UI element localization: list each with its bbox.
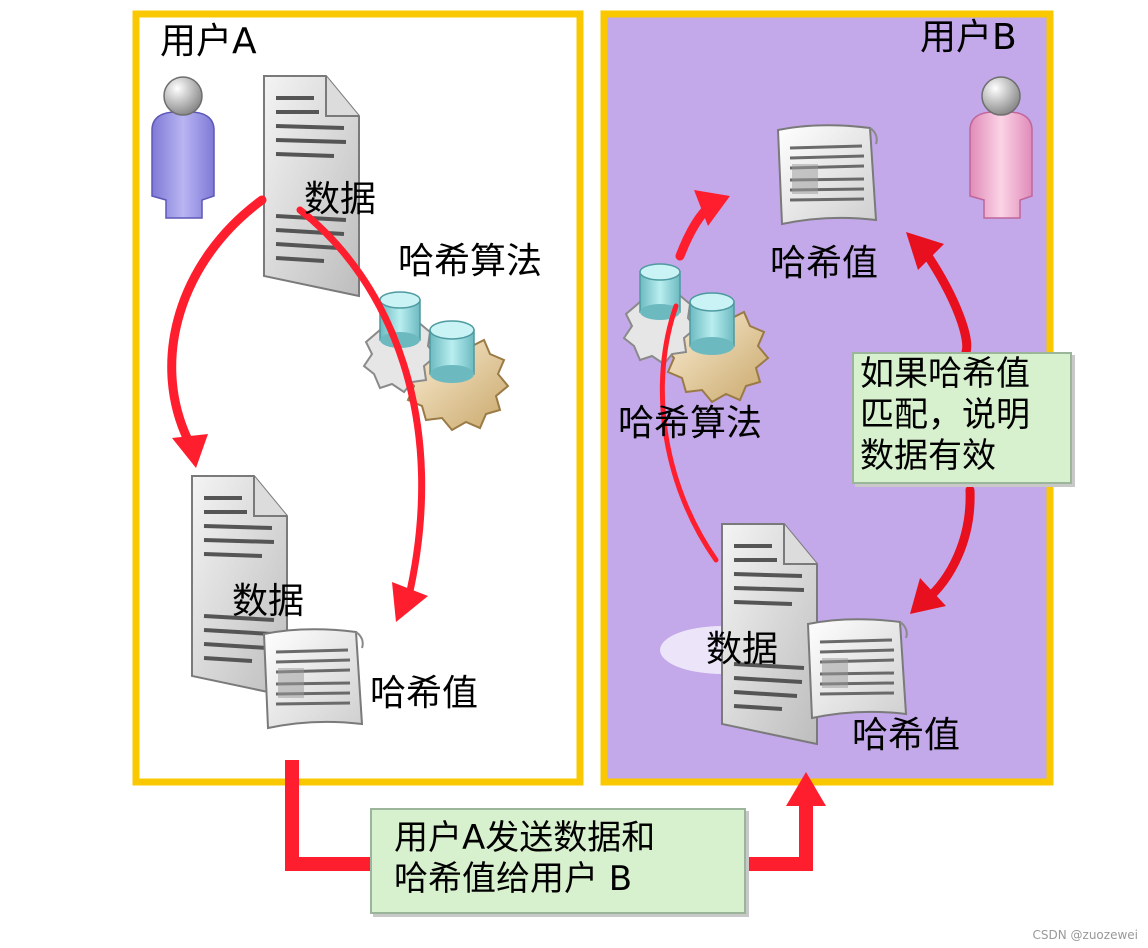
transfer-note: 用户A发送数据和 哈希值给用户 B [370,808,746,914]
user-a-title: 用户A [160,21,257,62]
person-a-icon [151,76,215,219]
data-label: 数据 [706,629,779,670]
hash-algorithm-label: 哈希算法 [618,403,763,444]
match-note-line: 数据有效 [860,435,996,476]
match-note-line: 如果哈希值 [860,354,1030,394]
transfer-note-line: 用户A发送数据和 [394,818,656,858]
arrow-icon [172,434,208,468]
arrow-icon [786,772,826,806]
hash-value-label: 哈希值 [370,673,479,714]
arrow-icon [392,582,428,622]
transfer-arrow [285,760,813,871]
arrow-icon [694,190,730,226]
hash-sheet-icon [806,617,909,720]
data-label: 数据 [232,581,305,622]
hash-value-label: 哈希值 [770,243,879,284]
transfer-note-line: 哈希值给用户 B [394,858,633,899]
match-note-line: 匹配，说明 [860,394,1030,435]
arrow-icon [910,578,946,614]
hash-sheet-icon [776,123,879,226]
data-label: 数据 [304,179,377,220]
arrow-icon [906,232,944,270]
hash-algorithm-label: 哈希算法 [398,241,543,282]
user-b-title: 用户B [920,17,1017,58]
arrow-icon [919,245,975,605]
match-note: 如果哈希值 匹配，说明 数据有效 [852,352,1072,484]
watermark: CSDN @zuozewei [1032,928,1139,942]
arrow-icon [167,195,426,604]
person-b-icon [969,76,1033,219]
hash-value-label: 哈希值 [852,715,961,756]
hash-sheet-icon [262,627,365,730]
